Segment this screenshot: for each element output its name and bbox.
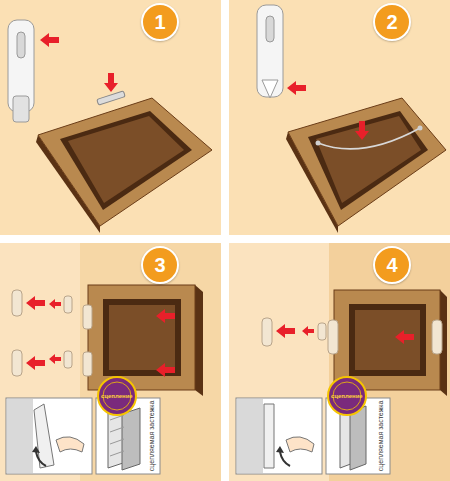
red-arrow [40,33,118,92]
inset-press [237,399,263,473]
frame [36,91,212,233]
inset-press [280,452,290,466]
logo-text: сцепление [101,393,133,400]
logo-badge [328,377,366,415]
wall-hook [17,32,25,58]
frame [316,141,321,146]
frame [418,126,423,131]
step-badge: 1 [141,3,179,41]
wall-hook [257,5,283,98]
frame [318,128,420,149]
red-arrow [287,81,306,95]
inset-strips [110,415,124,456]
inset-press [236,398,322,474]
logo-text: сцепление [331,393,363,400]
frame [103,299,181,376]
frame [334,290,440,390]
frame [316,116,421,203]
frame [288,98,446,226]
frame [328,320,338,354]
wall-hook [262,80,278,98]
step-badge: 4 [373,246,411,284]
adhesive-strip [12,290,72,376]
step-number: 3 [152,253,167,277]
step-number: 2 [384,10,399,34]
frame [97,91,125,105]
frame [195,285,203,396]
red-arrow [355,121,369,140]
red-arrow [104,73,118,92]
adhesive-strip [12,290,22,316]
red-arrow [26,296,175,377]
inset-press [276,446,284,453]
wall-hook [8,20,34,122]
logo-badge [98,377,136,415]
step-number: 4 [384,253,399,277]
wall-hook [266,16,274,42]
inset-press [7,399,33,473]
frame [308,111,428,210]
red-arrow [26,296,45,310]
frame [88,285,195,390]
red-arrow [395,330,414,344]
frame [83,305,92,329]
red-arrow [276,324,414,344]
red-arrow [156,363,175,377]
step-badge: 3 [141,246,179,284]
wall-panel [229,243,450,481]
adhesive-strip [64,296,72,313]
adhesive-strip [12,350,22,376]
wall-panel [229,0,450,235]
strip-caption: сцепляемая застежка [148,401,156,472]
red-arrow [26,356,45,370]
frame [38,98,212,226]
frame [432,320,442,354]
red-arrow [49,354,61,364]
frame [286,98,446,233]
red-arrow [276,324,295,338]
frame [60,111,192,210]
wall-hook [13,96,29,122]
strip-caption: сцепляемая застежка [377,401,385,472]
frame [83,285,203,396]
inset-press [36,452,46,466]
inset-press [264,404,274,468]
inset-press [286,437,314,452]
adhesive-strip [262,318,326,346]
wall-panel [0,0,221,235]
logo-badge [328,377,366,415]
red-arrow [40,33,59,47]
frame [355,310,420,370]
red-arrow [156,309,175,323]
wall-hook [257,5,283,97]
red-arrow [287,81,369,140]
inset-press [34,404,54,468]
wall-panel [0,243,221,481]
red-arrow [302,326,314,336]
inset-press [6,398,92,474]
step-badge: 2 [373,3,411,41]
inset-strips [122,408,140,470]
logo-badge [98,377,136,415]
frame [109,305,175,370]
inset-press [236,398,322,474]
step-number: 1 [152,10,167,34]
inset-press [56,437,84,452]
adhesive-strip [64,351,72,368]
frame [68,116,184,203]
red-arrow [49,299,61,309]
adhesive-strip [262,318,272,346]
adhesive-strip [318,323,326,340]
inset-press [32,446,40,453]
inset-press [6,398,92,474]
inset-strips [350,406,366,470]
wall-panel [229,243,329,481]
frame [349,304,426,376]
frame [83,352,92,376]
